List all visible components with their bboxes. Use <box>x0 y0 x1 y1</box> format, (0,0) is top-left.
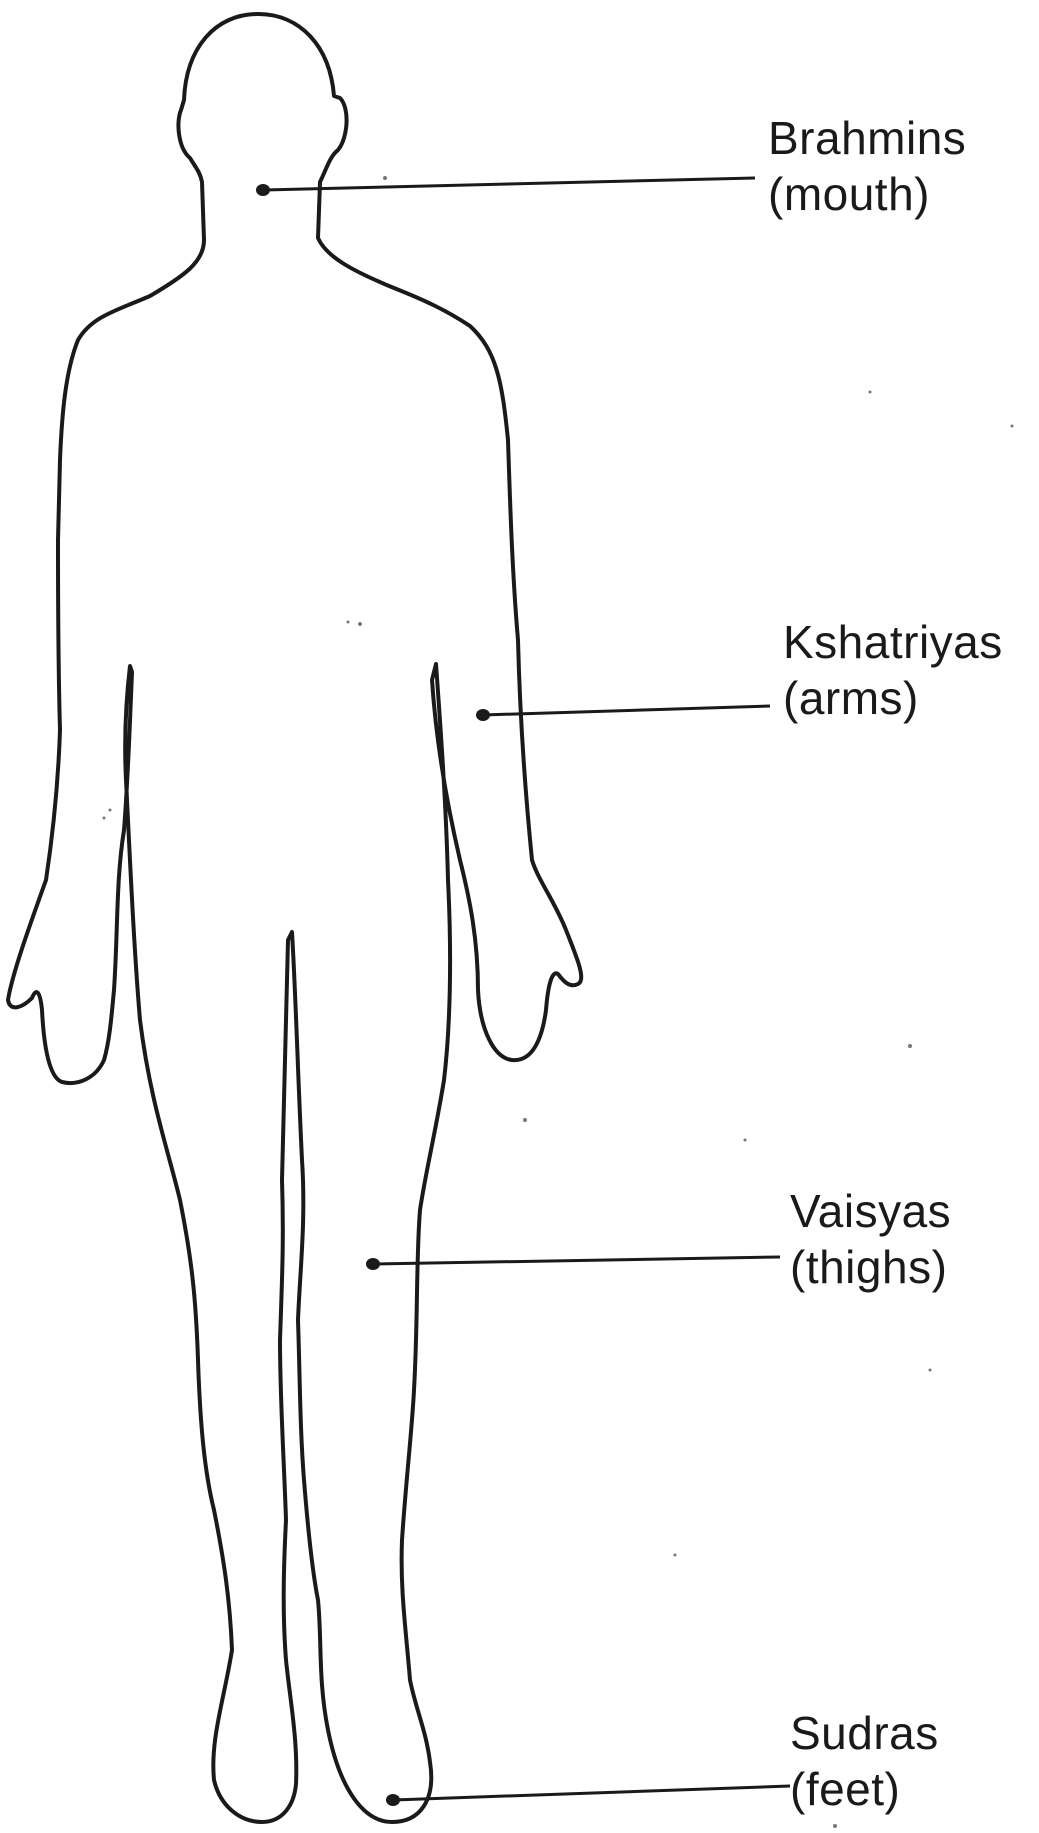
speck <box>103 817 106 820</box>
speck <box>929 1369 932 1372</box>
leader-line-thighs <box>374 1257 780 1264</box>
caste-name: Sudras <box>790 1705 939 1761</box>
speck <box>347 621 350 624</box>
caste-name: Brahmins <box>768 110 966 166</box>
speck <box>109 809 112 812</box>
body-part: (feet) <box>790 1761 939 1817</box>
speck <box>869 391 872 394</box>
human-body-outline <box>8 14 581 1822</box>
label-brahmins: Brahmins (mouth) <box>768 110 966 222</box>
label-vaisyas: Vaisyas (thighs) <box>790 1183 951 1295</box>
caste-name: Kshatriyas <box>783 614 1003 670</box>
speck <box>674 1554 677 1557</box>
marker-dot-thighs <box>366 1258 380 1270</box>
speck <box>1011 425 1014 428</box>
speck <box>358 622 362 626</box>
marker-dot-feet <box>386 1794 400 1806</box>
speck <box>908 1044 912 1048</box>
leader-line-arms <box>483 706 770 715</box>
body-part: (thighs) <box>790 1239 951 1295</box>
leader-line-feet <box>394 1786 790 1800</box>
body-part: (mouth) <box>768 166 966 222</box>
label-sudras: Sudras (feet) <box>790 1705 939 1817</box>
caste-name: Vaisyas <box>790 1183 951 1239</box>
speck <box>744 1139 747 1142</box>
speck <box>833 1824 837 1828</box>
leader-line-mouth <box>264 178 755 190</box>
speck <box>383 176 387 180</box>
marker-dot-mouth <box>256 184 270 196</box>
speck <box>523 1118 527 1122</box>
body-part: (arms) <box>783 670 1003 726</box>
marker-dot-arms <box>476 709 490 721</box>
label-kshatriyas: Kshatriyas (arms) <box>783 614 1003 726</box>
